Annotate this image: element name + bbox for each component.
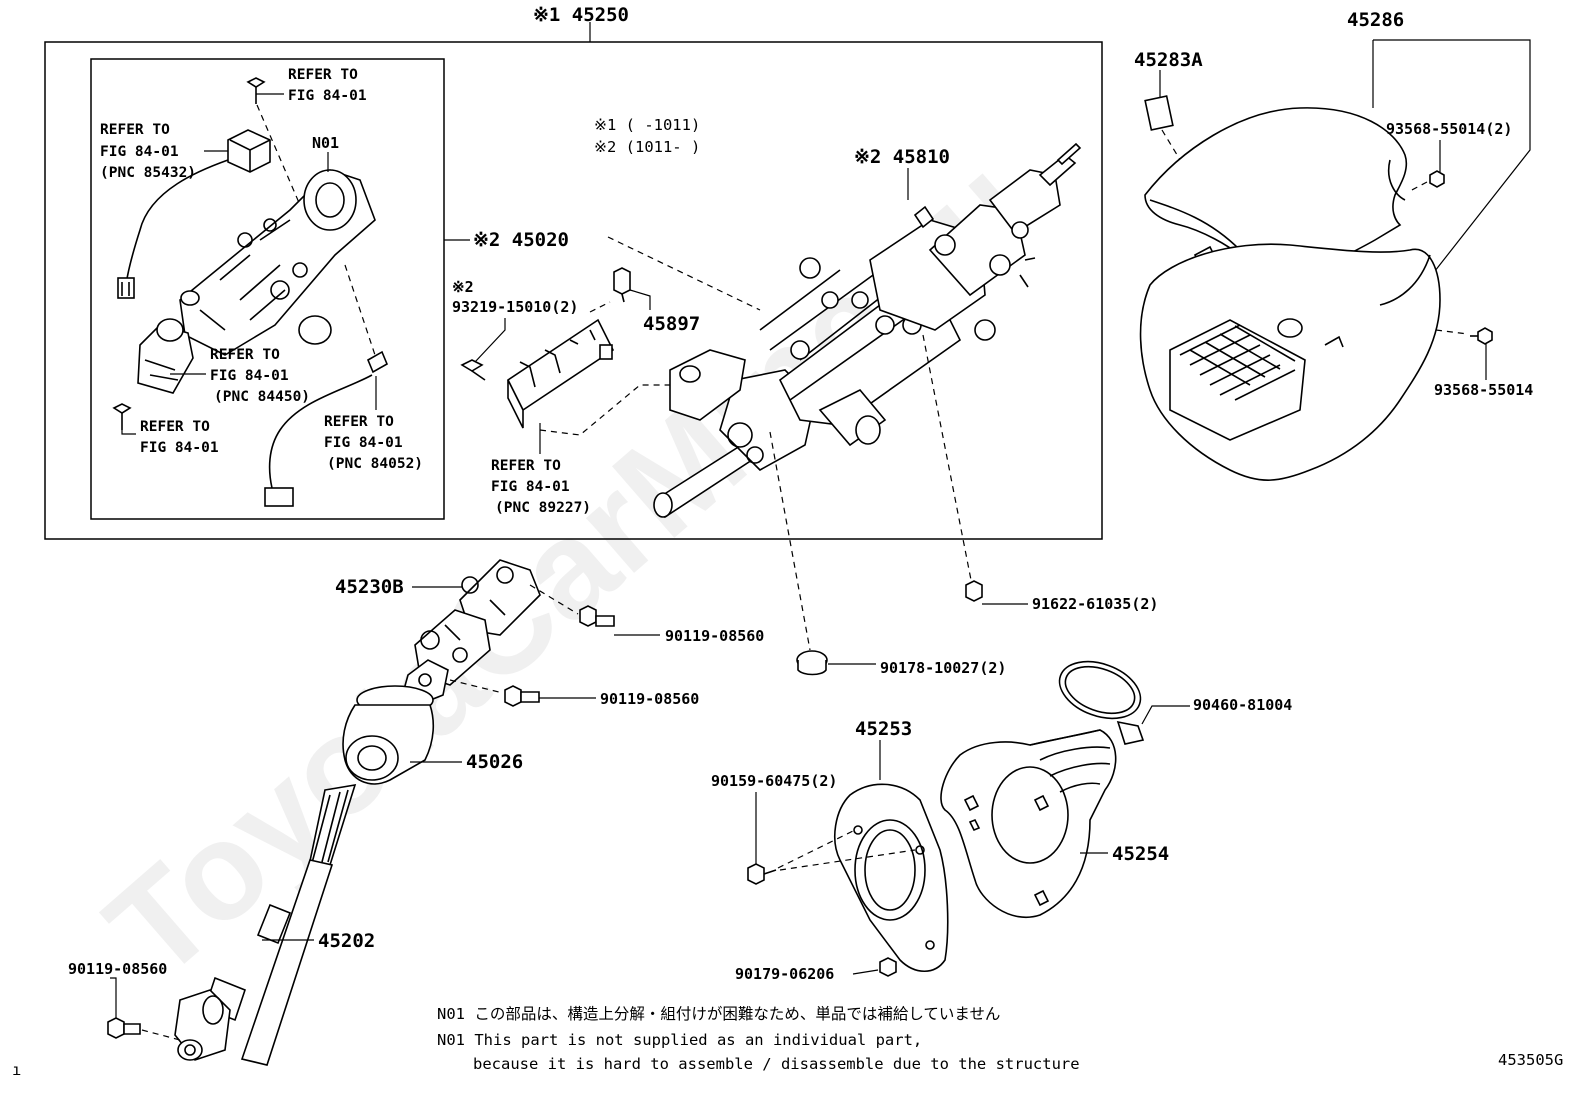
condition-2: ※2 (1011- ) [594,138,700,156]
label-90178: 90178-10027(2) [880,659,1006,677]
label-45810: ※2 45810 [854,146,950,168]
label-91622: 91622-61035(2) [1032,595,1158,613]
assembly-frame [44,41,1103,540]
mark-93219: ※2 [452,278,474,296]
corner-mark: ı [12,1061,21,1079]
label-93219: 93219-15010(2) [452,298,578,316]
svg-text:REFER TO: REFER TO [288,67,358,83]
refer-4: REFER TO FIG 84-01 [121,419,219,456]
label-90119-c: 90119-08560 [68,960,167,978]
label-45897: 45897 [643,313,700,335]
refer-6: REFER TO FIG 84-01 (PNC 89227) [491,423,591,516]
label-45250: ※1 45250 [533,4,629,26]
label-93568-2: 93568-55014(2) [1386,120,1512,138]
label-90119-a: 90119-08560 [665,627,764,645]
svg-text:FIG 84-01: FIG 84-01 [491,479,570,495]
label-90159: 90159-60475(2) [711,772,837,790]
intermediate-shaft-drawing [107,559,615,1066]
refer-2: REFER TO FIG 84-01 (PNC 85432) [100,122,228,181]
label-45286: 45286 [1347,9,1404,31]
label-45230b: 45230B [335,576,404,598]
label-45283a: 45283A [1134,49,1203,71]
svg-text:(PNC 84052): (PNC 84052) [327,456,423,472]
column-cover-drawing [1139,39,1531,481]
svg-text:FIG 84-01: FIG 84-01 [288,88,367,104]
label-90179: 90179-06206 [735,965,834,983]
label-90119-b: 90119-08560 [600,690,699,708]
svg-text:REFER TO: REFER TO [491,458,561,474]
note-english-2: because it is hard to assemble / disasse… [473,1055,1080,1073]
svg-text:FIG 84-01: FIG 84-01 [324,435,403,451]
label-90460: 90460-81004 [1193,696,1292,714]
refer-1: REFER TO FIG 84-01 [256,67,367,104]
svg-text:REFER TO: REFER TO [100,122,170,138]
label-45020: ※2 45020 [473,229,569,251]
label-45026: 45026 [466,751,523,773]
note-japanese: N01 この部品は、構造上分解・組付けが困難なため、単品では補給していません [437,1005,1000,1023]
label-45253: 45253 [855,718,912,740]
svg-text:REFER TO: REFER TO [324,414,394,430]
svg-text:(PNC 89227): (PNC 89227) [495,500,591,516]
label-45254: 45254 [1112,843,1169,865]
lock-subassembly-frame [90,58,445,520]
svg-text:FIG 84-01: FIG 84-01 [210,368,289,384]
svg-text:(PNC 84450): (PNC 84450) [214,389,310,405]
figure-id: 453505G [1498,1051,1563,1069]
steering-column-drawing [653,142,1082,519]
label-93568: 93568-55014 [1434,381,1533,399]
svg-text:REFER TO: REFER TO [210,347,280,363]
ignition-lock-drawing [112,77,389,507]
svg-text:FIG 84-01: FIG 84-01 [100,144,179,160]
label-n01: N01 [312,134,339,152]
label-45202: 45202 [318,930,375,952]
condition-1: ※1 ( -1011) [594,116,700,134]
note-english-1: N01 This part is not supplied as an indi… [437,1031,922,1049]
refer-3: REFER TO FIG 84-01 (PNC 84450) [170,347,310,405]
svg-text:REFER TO: REFER TO [140,419,210,435]
bolt-45897 [613,267,651,310]
refer-5: REFER TO FIG 84-01 (PNC 84052) [324,376,423,472]
svg-text:(PNC 85432): (PNC 85432) [100,165,196,181]
svg-text:FIG 84-01: FIG 84-01 [140,440,219,456]
dash-seal-drawing [747,580,1190,977]
computer-bracket-drawing [460,301,700,436]
